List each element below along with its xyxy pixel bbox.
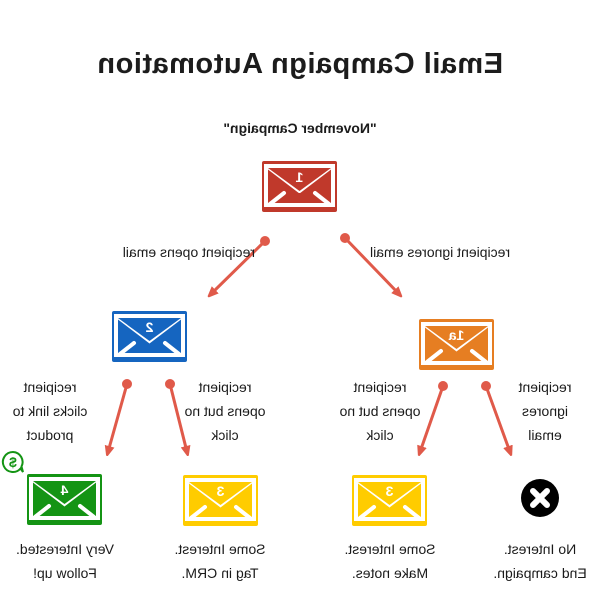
outcome-very-interested: Very Interested. Follow up! [15,541,115,581]
step-number: 3 [216,483,225,499]
node-step-1: 1 [262,161,337,212]
node-step-3-notes: 3 [352,475,427,526]
node-step-2: 2 [112,311,187,362]
step-number: 4 [60,482,69,498]
edge-label-opens: recipient opens email [122,244,255,260]
outcome-end-campaign: No Interest. End campaign. [493,541,587,581]
edge-label-opens-no-click-right: recipient opens but no click [339,379,421,443]
edge-label-clicks: recipient clicks link to product [12,379,88,443]
edge-label-ignores: recipient ignores email [370,244,511,260]
svg-text:$: $ [9,454,17,470]
edge-label-opens-no-click-left: recipient opens but no click [184,379,266,443]
envelope-icon [27,474,102,525]
envelope-icon [183,475,258,526]
step-number: 1a [448,327,465,343]
node-step-3-crm: 3 [183,475,258,526]
outcome-make-notes: Some Interest. Make notes. [344,541,436,581]
step-number: 2 [145,319,154,335]
edge-label-ignores-again: recipient ignores email [518,379,572,443]
node-step-1a: 1a [419,319,494,370]
step-number: 1 [295,169,304,185]
step-number: 3 [385,483,394,499]
envelope-icon [112,311,187,362]
diagram-title: Email Campaign Automation [96,48,504,80]
node-step-4: 4 [27,474,102,525]
envelope-icon [419,319,494,370]
outcome-tag-crm: Some Interest. Tag in CRM. [174,541,266,581]
dollar-chat-icon: $ [1,450,24,473]
arrow-clicks [108,383,129,452]
campaign-name: "November Campaign" [223,120,377,136]
envelope-icon [262,161,337,212]
x-circle-icon [521,479,559,517]
envelope-icon [352,475,427,526]
